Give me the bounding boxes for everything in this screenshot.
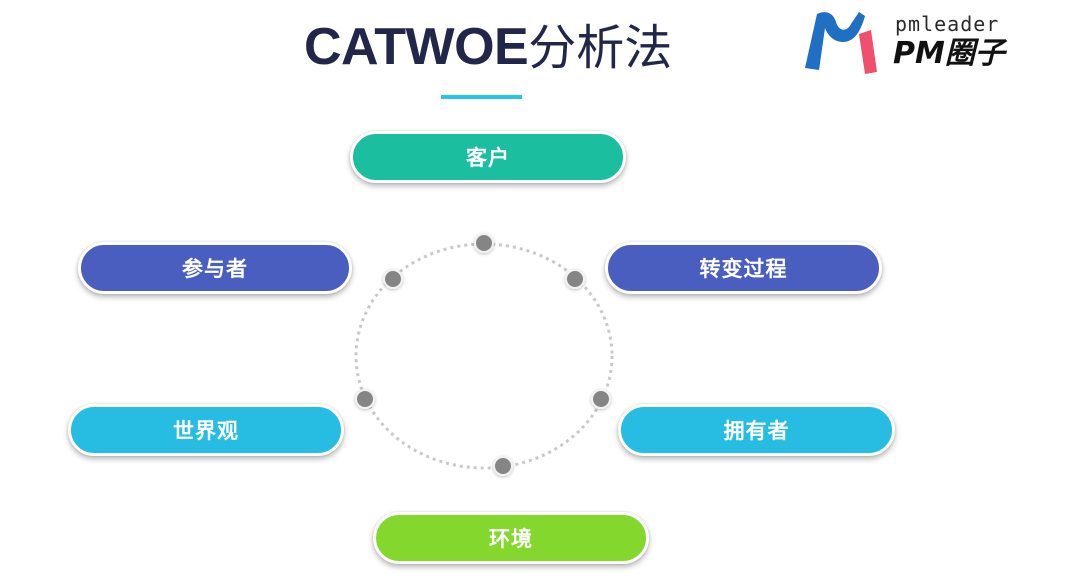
node-customer-label: 客户 bbox=[466, 146, 510, 170]
pm-logo-icon bbox=[805, 12, 877, 74]
logo-subtitle: pmleader bbox=[895, 12, 1000, 36]
title-latin: CATWOE bbox=[304, 18, 529, 76]
node-environment-label: 环境 bbox=[489, 527, 533, 551]
title-cjk: 分析法 bbox=[528, 20, 673, 76]
ring-node-dot bbox=[383, 269, 403, 289]
node-worldview[interactable]: 世界观 bbox=[68, 404, 344, 456]
logo-name: PM圈子 bbox=[893, 36, 1005, 71]
dotted-ring bbox=[354, 242, 614, 470]
node-environment[interactable]: 环境 bbox=[373, 512, 649, 564]
ring-node-dot bbox=[565, 269, 585, 289]
node-owner-label: 拥有者 bbox=[723, 419, 790, 443]
title-underline bbox=[441, 95, 522, 99]
node-customer[interactable]: 客户 bbox=[350, 131, 626, 183]
ring-node-dot bbox=[474, 233, 494, 253]
node-owner[interactable]: 拥有者 bbox=[618, 404, 895, 456]
node-actors[interactable]: 参与者 bbox=[78, 242, 352, 294]
node-worldview-label: 世界观 bbox=[173, 419, 239, 443]
node-actors-label: 参与者 bbox=[182, 257, 248, 281]
ring-node-dot bbox=[591, 389, 611, 409]
page-title: CATWOE 分析法 bbox=[304, 12, 672, 82]
ring-node-dot bbox=[493, 456, 513, 476]
ring-node-dot bbox=[355, 389, 375, 409]
node-transformation[interactable]: 转变过程 bbox=[605, 242, 882, 294]
node-transformation-label: 转变过程 bbox=[699, 257, 788, 281]
logo: pmleader PM圈子 bbox=[803, 6, 1023, 76]
